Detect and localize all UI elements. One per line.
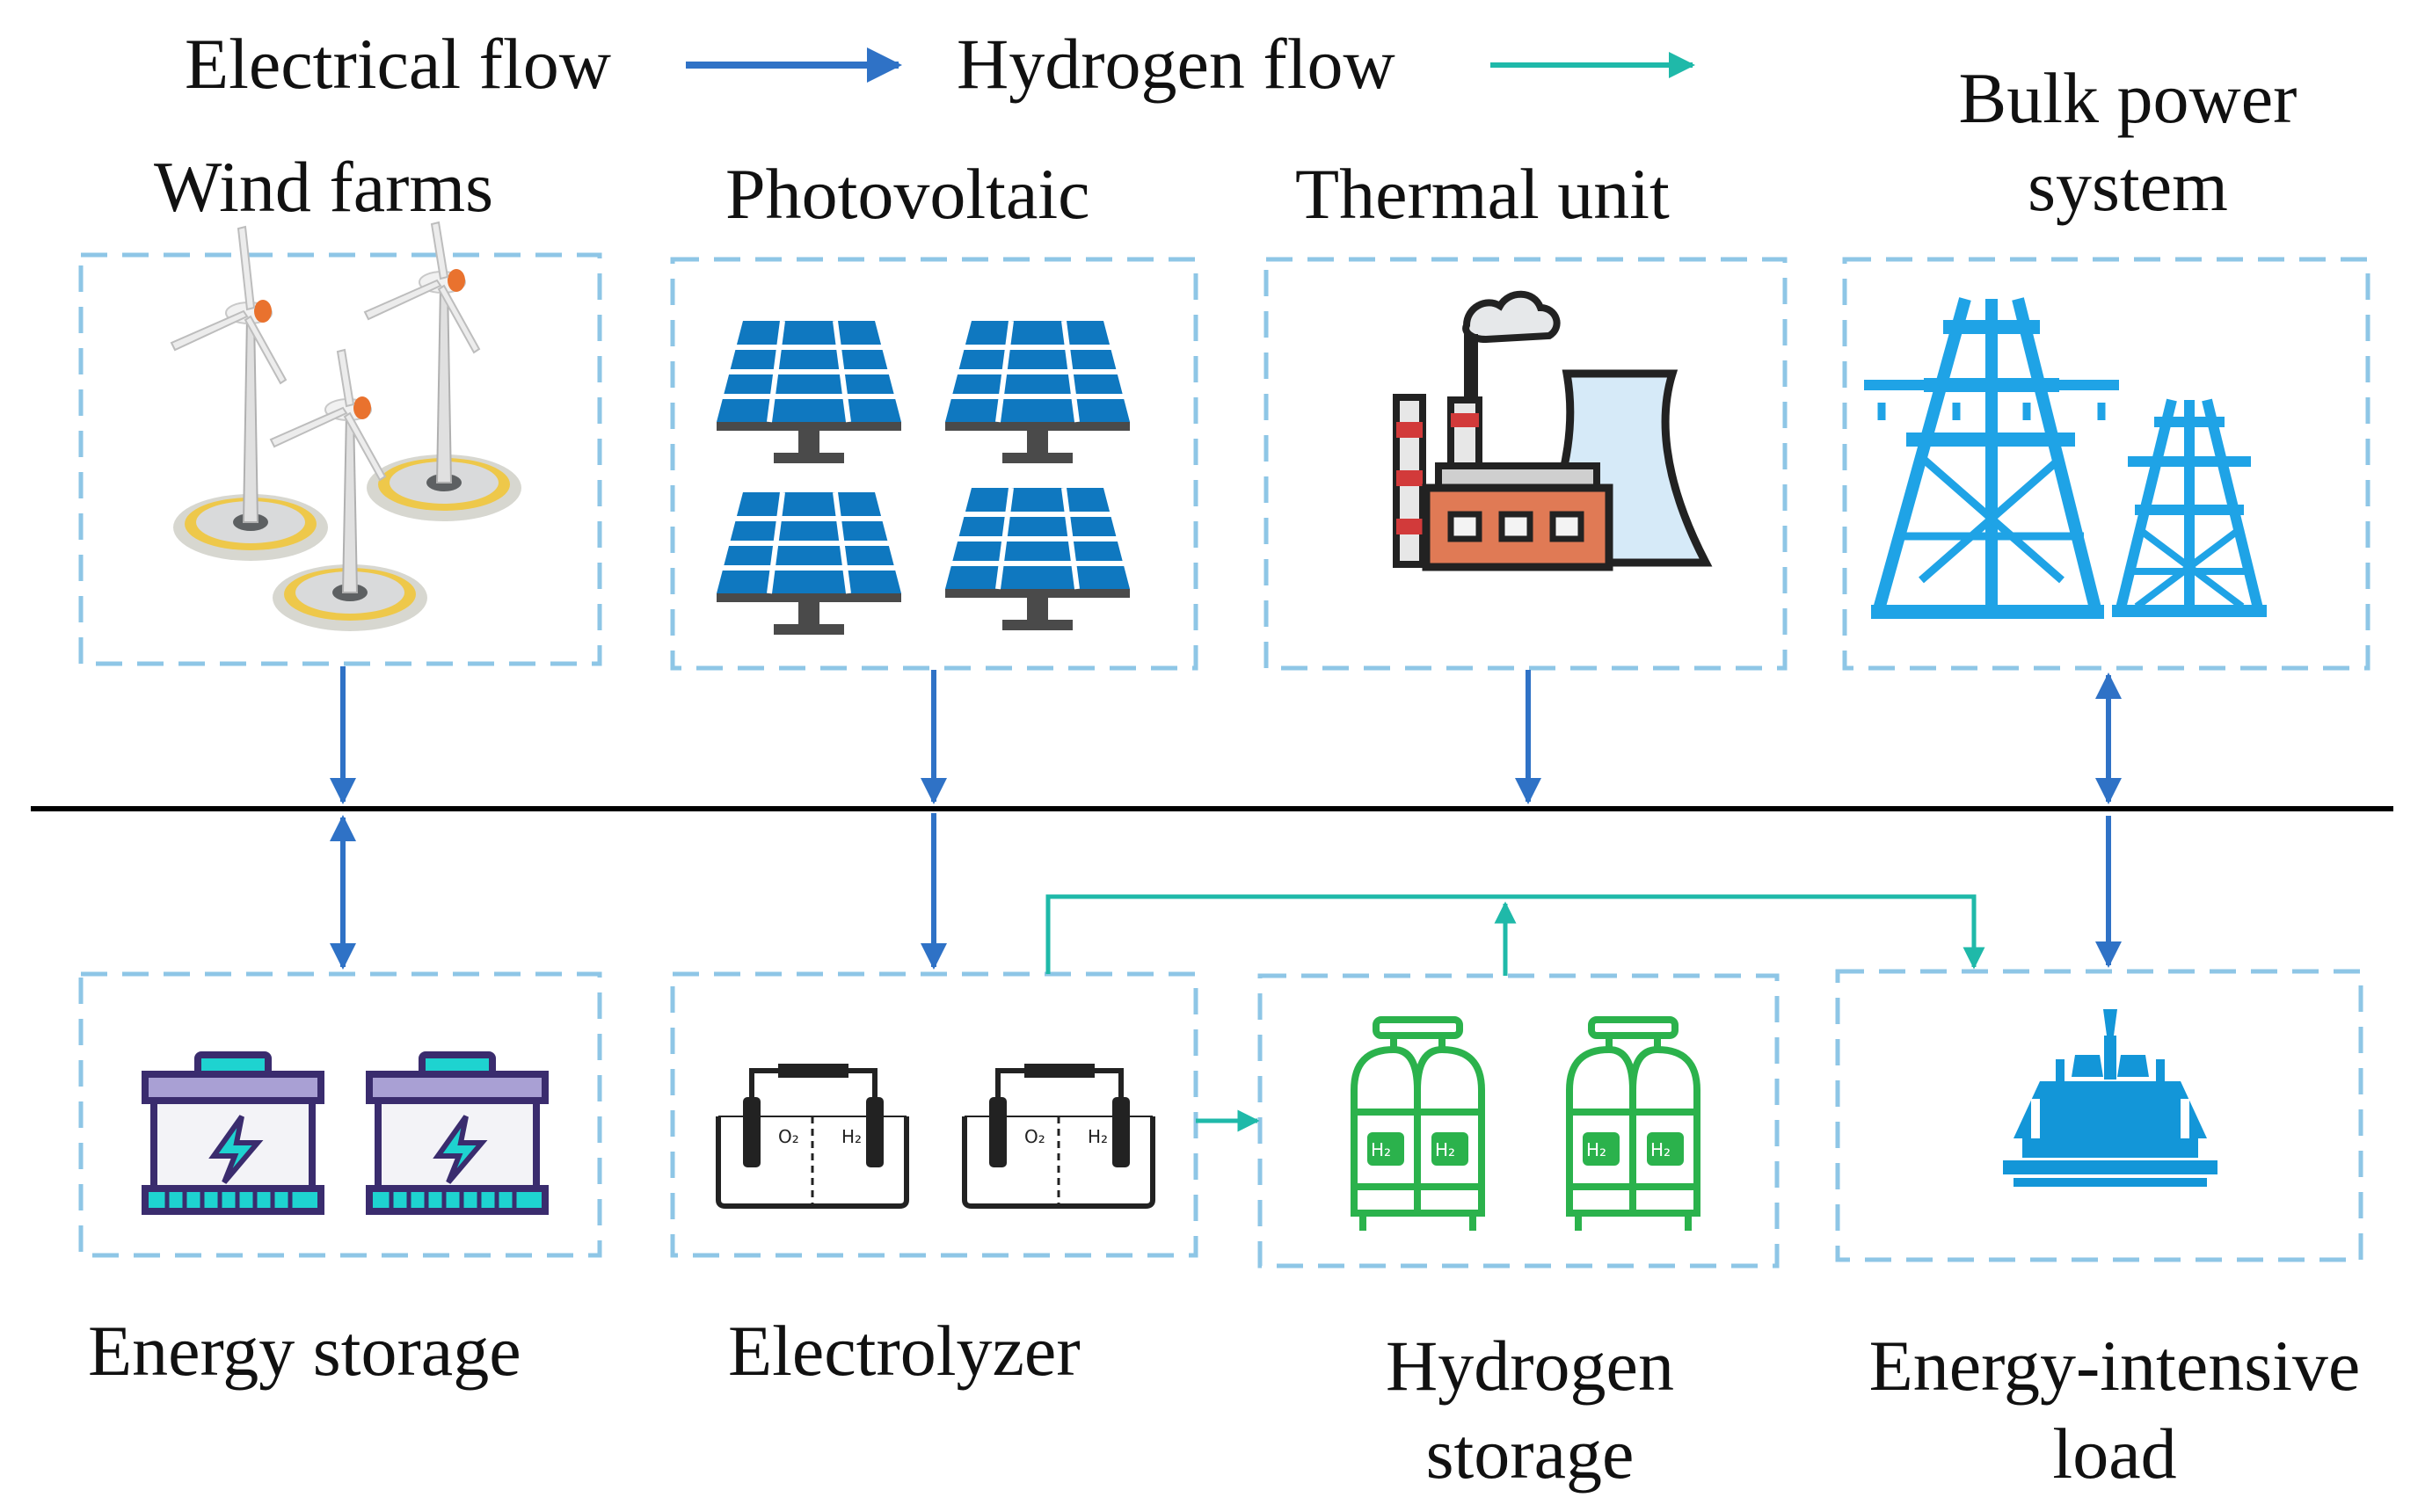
battery-icon <box>142 1051 549 1215</box>
thermal-plant-icon <box>1393 290 1713 571</box>
legend-hydrogen-label: Hydrogen flow <box>957 24 1395 104</box>
hydrogen-symbol: H₂ <box>841 1126 862 1147</box>
hydrogen-storage-box <box>1257 973 1780 1268</box>
thermal-unit-box <box>1263 257 1788 671</box>
energy-intensive-load-label: Energy-intensive load <box>1868 1326 2361 1494</box>
energy-intensive-load-box <box>1835 969 2363 1262</box>
bulk-power-box <box>1842 257 2370 671</box>
legend-electrical-label: Electrical flow <box>185 24 611 104</box>
wind-farms-box <box>78 252 602 666</box>
electrolyzer-cell-icon: O₂ H₂ O₂ H₂ <box>716 1064 1155 1209</box>
tank-label: H₂ <box>1650 1139 1671 1160</box>
hydrogen-symbol: H₂ <box>1088 1126 1108 1147</box>
electrolyzer-to-load-h2-path <box>1045 894 1985 974</box>
thermal-unit-label: Thermal unit <box>1295 154 1670 234</box>
transmission-tower-icon <box>1864 297 2267 619</box>
hydrogen-tank-icon: H₂ H₂ H₂ H₂ <box>1351 1016 1700 1231</box>
photovoltaic-label: Photovoltaic <box>725 154 1090 234</box>
energy-storage-box <box>78 971 602 1258</box>
tank-label: H₂ <box>1435 1139 1455 1160</box>
electrolyzer-box <box>670 971 1198 1258</box>
bulk-power-label: Bulk power system <box>1958 58 2298 227</box>
oxygen-symbol: O₂ <box>1024 1126 1045 1147</box>
wind-turbine-icon <box>170 221 521 631</box>
tank-label: H₂ <box>1586 1139 1606 1160</box>
oxygen-symbol: O₂ <box>778 1126 799 1147</box>
industrial-load-icon <box>2003 1009 2217 1187</box>
photovoltaic-box <box>670 257 1198 671</box>
solar-panel-icon <box>717 320 1130 635</box>
hydrogen-storage-label: Hydrogen storage <box>1386 1326 1674 1494</box>
wind-farms-label: Wind farms <box>154 147 494 227</box>
electrolyzer-label: Electrolyzer <box>728 1311 1081 1391</box>
energy-storage-label: Energy storage <box>88 1311 521 1391</box>
tank-label: H₂ <box>1371 1139 1391 1160</box>
